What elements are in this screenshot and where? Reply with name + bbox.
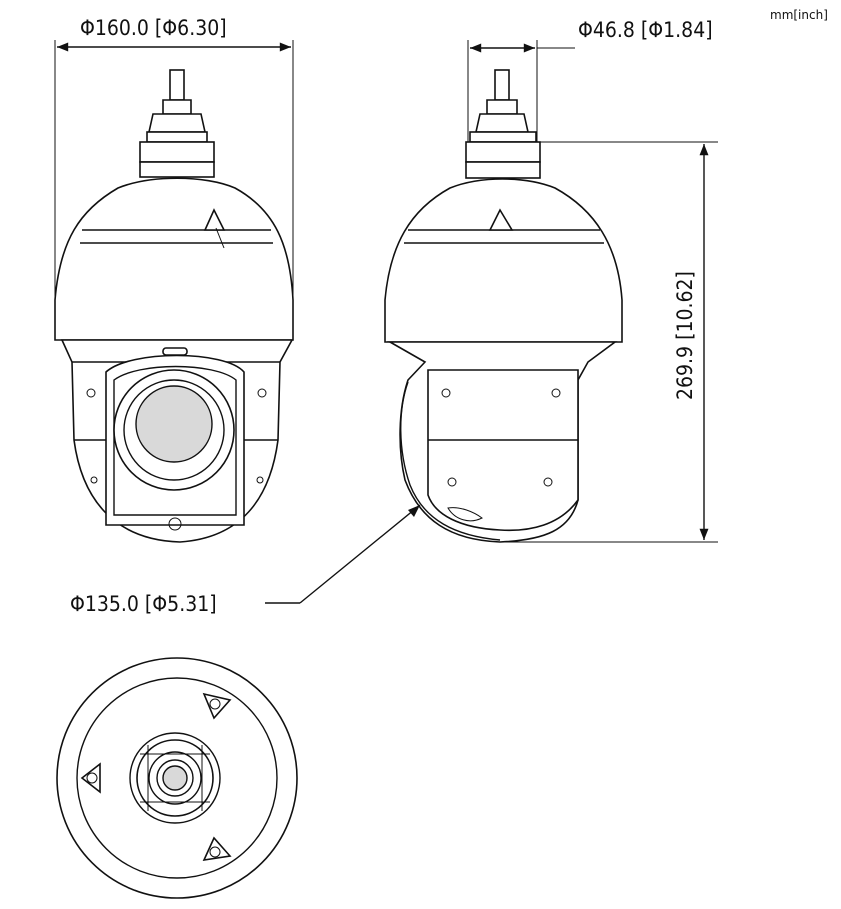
- bottom-view: [56, 657, 298, 899]
- side-view: [384, 69, 623, 543]
- units-label: mm[inch]: [770, 8, 828, 22]
- front-view: [54, 69, 294, 543]
- base-diameter-label: Φ135.0 [Φ5.31]: [70, 592, 217, 616]
- height-label: 269.9 [10.62]: [673, 271, 697, 400]
- mount-diameter-label: Φ46.8 [Φ1.84]: [578, 18, 713, 42]
- top-diameter-label: Φ160.0 [Φ6.30]: [80, 16, 227, 40]
